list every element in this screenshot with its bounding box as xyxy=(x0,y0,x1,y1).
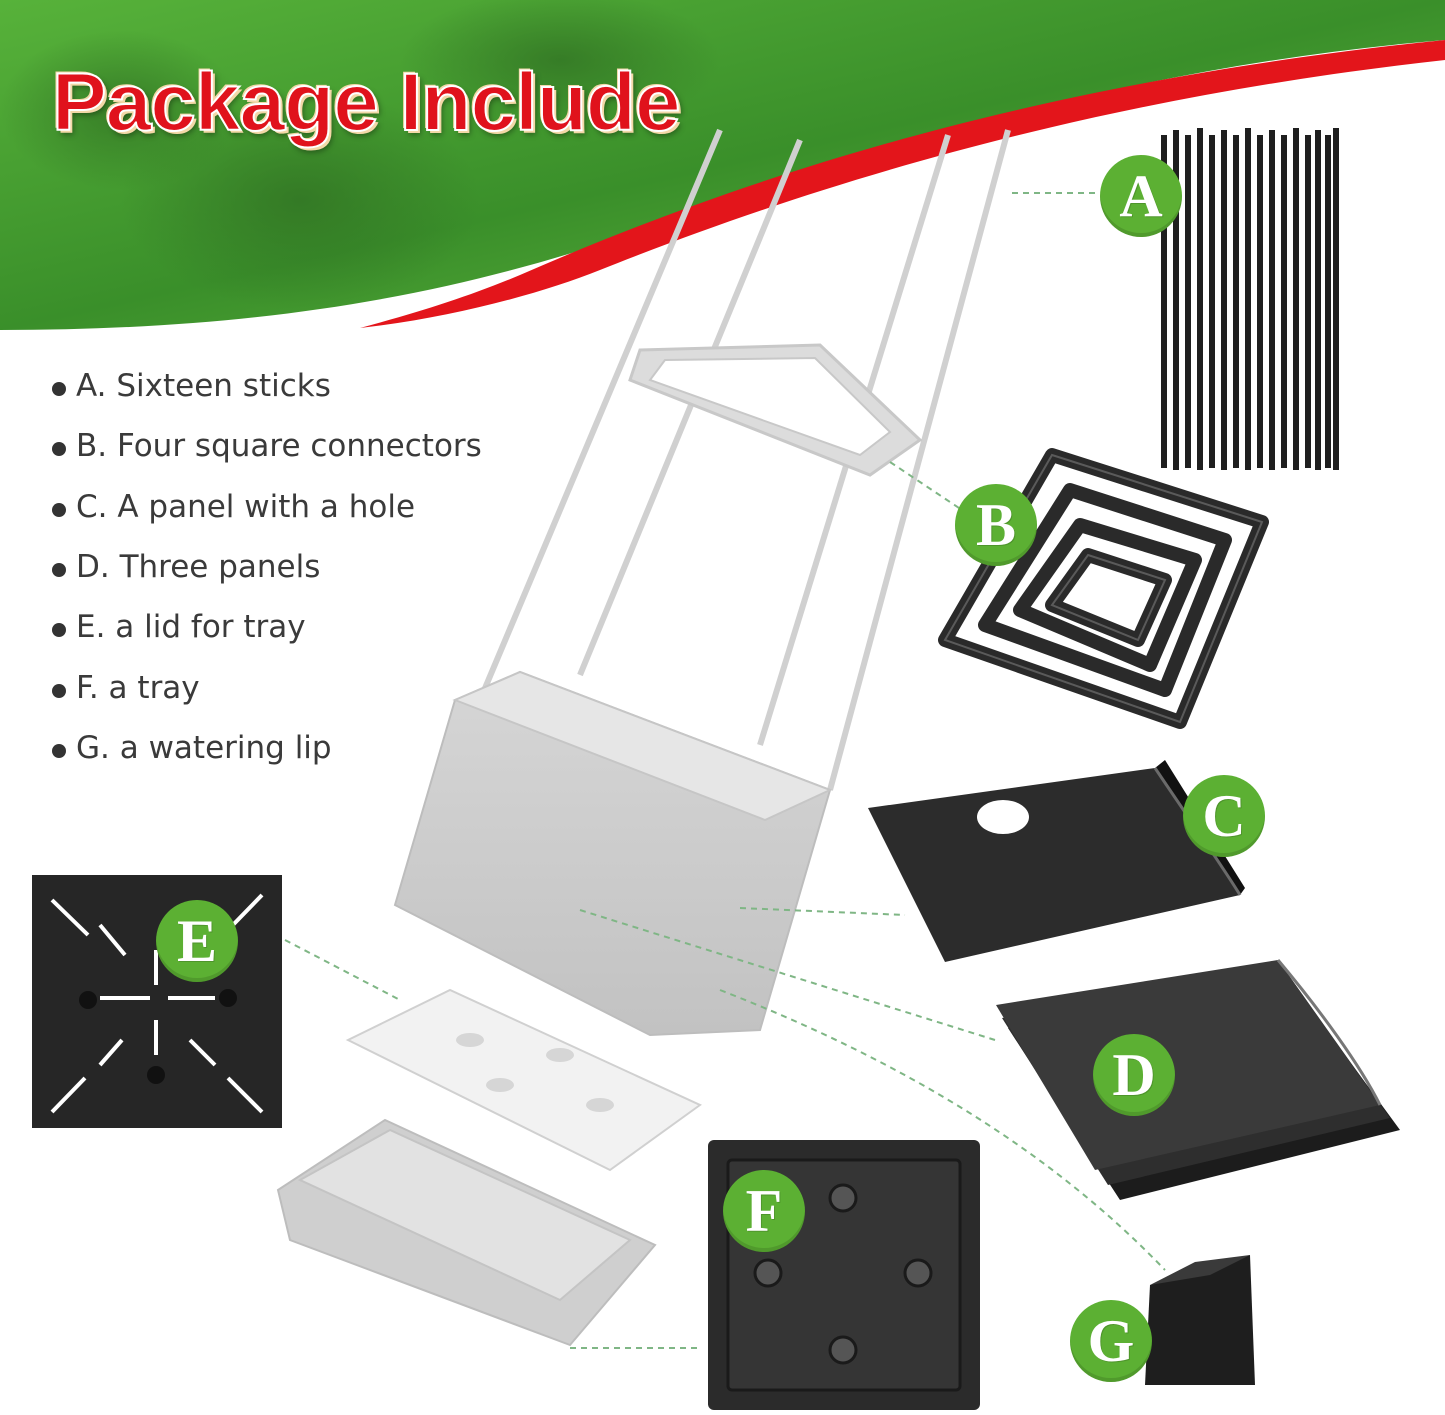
badge-c: C xyxy=(1183,775,1265,857)
list-item-label: A. Sixteen sticks xyxy=(76,368,331,405)
badge-a: A xyxy=(1100,155,1182,237)
assembly-lid xyxy=(345,988,702,1172)
part-c-panel xyxy=(868,768,1240,962)
list-item: A. Sixteen sticks xyxy=(52,356,482,416)
bullet-icon xyxy=(52,382,66,397)
panel-hole xyxy=(977,800,1029,834)
list-item-label: D. Three panels xyxy=(76,549,321,586)
list-item-label: E. a lid for tray xyxy=(76,609,306,646)
bullet-icon xyxy=(52,623,66,638)
list-item-label: F. a tray xyxy=(76,669,200,706)
bullet-icon xyxy=(52,563,66,578)
leaf-blur xyxy=(0,30,240,190)
list-item-label: B. Four square connectors xyxy=(76,428,482,465)
list-item-label: C. A panel with a hole xyxy=(76,488,416,525)
badge-e: E xyxy=(156,900,238,982)
part-a-sticks xyxy=(1161,128,1339,470)
list-item: F. a tray xyxy=(52,657,482,717)
badge-d: D xyxy=(1093,1034,1175,1116)
part-d-panels xyxy=(996,960,1380,1170)
bullet-icon xyxy=(52,502,66,517)
package-contents-list: A. Sixteen sticks B. Four square connect… xyxy=(52,356,482,778)
badge-f: F xyxy=(723,1170,805,1252)
leaf-blur xyxy=(400,0,720,130)
part-g-watering-lip xyxy=(1145,1255,1255,1385)
list-item: D. Three panels xyxy=(52,537,482,597)
bullet-icon xyxy=(52,743,66,758)
list-item: G. a watering lip xyxy=(52,718,482,778)
list-item-label: G. a watering lip xyxy=(76,729,332,766)
badge-g: G xyxy=(1070,1300,1152,1382)
page-title: Package Include xyxy=(51,56,682,149)
badge-b: B xyxy=(955,484,1037,566)
bullet-icon xyxy=(52,442,66,457)
red-swoosh xyxy=(360,40,1445,328)
bullet-icon xyxy=(52,683,66,698)
leader-lines xyxy=(284,192,1166,1349)
list-item: C. A panel with a hole xyxy=(52,477,482,537)
list-item: B. Four square connectors xyxy=(52,416,482,476)
list-item: E. a lid for tray xyxy=(52,597,482,657)
